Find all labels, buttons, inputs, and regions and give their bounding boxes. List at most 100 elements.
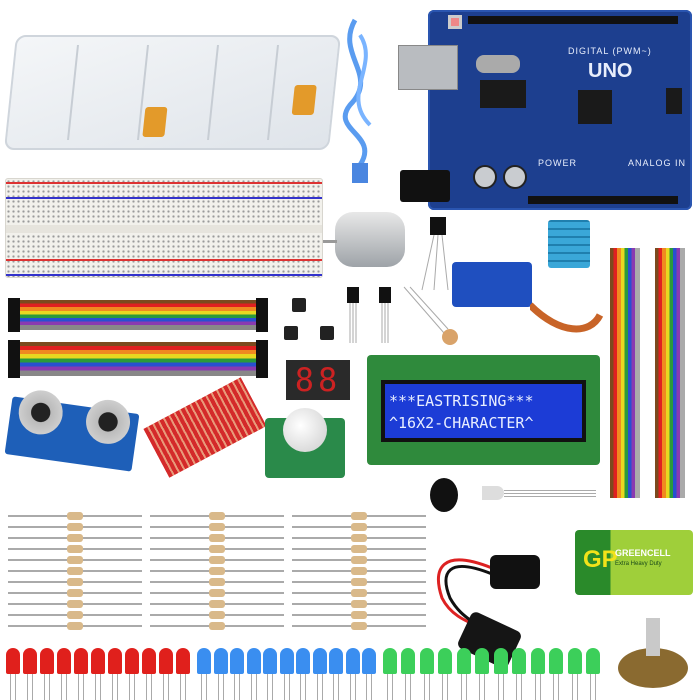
red-led (6, 648, 20, 674)
blue-led (296, 648, 310, 674)
push-button (320, 326, 334, 340)
resistor (150, 600, 284, 608)
servo-motor (452, 262, 532, 307)
red-led (142, 648, 156, 674)
resistor (292, 578, 426, 586)
photoresistor (403, 286, 458, 345)
analog-label: ANALOG IN (628, 158, 687, 168)
blue-led (329, 648, 343, 674)
red-led (159, 648, 173, 674)
green-led (586, 648, 600, 674)
board-model-label: UNO (588, 60, 633, 82)
resistor (8, 622, 142, 630)
resistor (8, 600, 142, 608)
microcontroller-chip (578, 90, 612, 124)
transistors (347, 287, 391, 343)
resistor (8, 611, 142, 619)
9v-battery-clip (490, 555, 540, 589)
jumper-wires-male-male (18, 300, 258, 330)
resistor (150, 534, 284, 542)
potentiometer (618, 618, 688, 688)
jumper-bundle-left (610, 248, 640, 498)
resistor (292, 556, 426, 564)
push-button (292, 298, 306, 312)
resistor (150, 622, 284, 630)
lcd-screen: ***EASTRISING*** ^16X2-CHARACTER^ (381, 380, 586, 442)
resistor (8, 545, 142, 553)
dc-motor (335, 212, 405, 267)
lcd-line-1: ***EASTRISING*** (389, 392, 534, 410)
ultrasonic-sensor (4, 387, 140, 472)
blue-led (312, 648, 327, 674)
green-led (382, 648, 397, 674)
green-led (512, 648, 526, 674)
resistor (8, 589, 142, 597)
push-button (284, 326, 298, 340)
blue-led (230, 648, 244, 674)
power-label: POWER (538, 158, 578, 168)
resistor (292, 589, 426, 597)
resistor (292, 600, 426, 608)
resistor (8, 578, 142, 586)
red-led (74, 648, 88, 674)
jumper-wires-male-female (18, 342, 258, 376)
green-led (567, 648, 582, 674)
red-led (176, 648, 190, 674)
resistor (150, 523, 284, 531)
battery-subtitle: Extra Heavy Duty (615, 561, 662, 567)
lcd-line-2: ^16X2-CHARACTER^ (389, 414, 534, 432)
red-led (57, 648, 71, 674)
resistor (8, 512, 142, 520)
resistor (150, 512, 284, 520)
digital-label: DIGITAL (PWM~) (568, 46, 652, 56)
red-led (125, 648, 139, 674)
usb-port (398, 45, 458, 90)
temperature-sensor (421, 217, 449, 291)
blue-led (263, 648, 277, 674)
resistor (8, 567, 142, 575)
battery-name: GREENCELL (615, 548, 671, 558)
dht11-sensor (548, 220, 590, 268)
green-led (530, 648, 545, 674)
green-led (401, 648, 415, 674)
storage-box (3, 35, 342, 150)
resistor (150, 567, 284, 575)
red-led (40, 648, 54, 674)
resistor (150, 578, 284, 586)
usb-cable (342, 18, 372, 183)
breadboard (5, 178, 323, 278)
9v-battery: GP GREENCELL Extra Heavy Duty (575, 530, 693, 595)
red-led (108, 648, 122, 674)
resistor (292, 523, 426, 531)
resistor (292, 622, 426, 630)
blue-led (246, 648, 261, 674)
arduino-uno-board: DIGITAL (PWM~) UNO POWER ANALOG IN (398, 10, 692, 210)
resistor (150, 545, 284, 553)
buzzer (430, 478, 458, 512)
servo-cable (530, 302, 604, 333)
pir-motion-sensor (265, 408, 345, 478)
red-led (91, 648, 105, 674)
resistor (292, 512, 426, 520)
blue-led (279, 648, 294, 674)
green-led (438, 648, 452, 674)
lcd-16x2-module: ***EASTRISING*** ^16X2-CHARACTER^ (367, 355, 600, 465)
resistor (292, 567, 426, 575)
water-level-sensor (143, 377, 267, 478)
green-led (456, 648, 471, 674)
blue-led (362, 648, 376, 674)
seven-segment-display: 88 (286, 360, 350, 400)
resistor (8, 523, 142, 531)
blue-led (213, 648, 228, 674)
blue-led (345, 648, 360, 674)
rgb-led (482, 486, 504, 500)
green-led (549, 648, 563, 674)
green-led (475, 648, 489, 674)
red-led (23, 648, 37, 674)
dc-jack (400, 170, 450, 202)
resistor (292, 534, 426, 542)
resistor (8, 556, 142, 564)
resistor (150, 589, 284, 597)
green-led (493, 648, 508, 674)
resistor (150, 556, 284, 564)
